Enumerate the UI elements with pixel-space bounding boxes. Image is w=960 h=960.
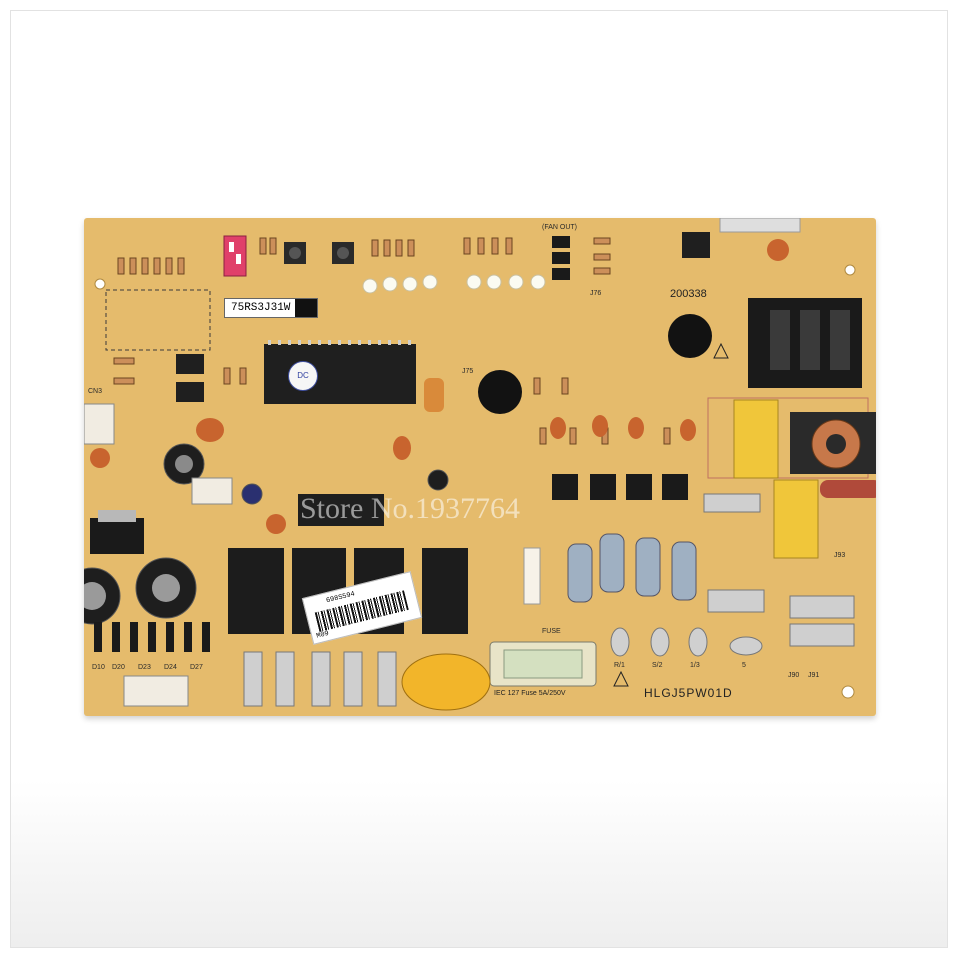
chip-logo-sticker: DC [288, 361, 318, 391]
dip-switch [223, 235, 247, 277]
terminal-pads [610, 627, 763, 657]
transistor-row [552, 474, 688, 500]
ceramic-resistor [719, 218, 801, 233]
terminal-label: 1/3 [690, 662, 700, 669]
fuse-rating: IEC 127 Fuse 5A/250V [494, 690, 566, 697]
buzzer [478, 370, 522, 414]
board-number: 200338 [670, 288, 707, 300]
connector-label: D27 [190, 664, 203, 671]
optocoupler [176, 382, 204, 402]
white-resistor [523, 547, 541, 605]
connector-4pin [123, 675, 189, 707]
resistor-row [113, 237, 671, 445]
terminal-label: S/2 [652, 662, 663, 669]
ceramic-capacitor [767, 239, 789, 261]
jumper-label: J90 [788, 672, 800, 679]
circuit-board: 75RS3J31W DC 698S594 M09 200338 HLGJ5PW0… [84, 218, 876, 716]
connector-label: D24 [164, 664, 177, 671]
connector-label: D10 [92, 664, 105, 671]
ceramic-capacitors [90, 415, 696, 534]
ic3-chip [298, 494, 384, 526]
board-id: HLGJ5PW01D [644, 686, 733, 700]
barcode-tag: M09 [315, 629, 330, 641]
mounting-hole [841, 685, 855, 699]
diode-row [94, 622, 210, 652]
jumper-label: J76 [590, 290, 602, 297]
optocoupler [176, 354, 204, 374]
board-components [84, 218, 876, 711]
connector-2pin [191, 477, 233, 505]
backdrop-floor [11, 780, 947, 947]
microcontroller-ic1 [264, 344, 416, 404]
warning-triangle [713, 342, 729, 359]
buzzer [668, 314, 712, 358]
jumper-label: J93 [834, 552, 846, 559]
connector-label: D23 [138, 664, 151, 671]
jumper-header [552, 236, 570, 280]
connector-label: D20 [112, 664, 125, 671]
silk-fuse: FUSE [542, 628, 561, 635]
model-label-text: 75RS3J31W [231, 302, 291, 314]
x-capacitor [733, 399, 779, 479]
silk-outline [105, 289, 211, 351]
connector-label: CN3 [88, 388, 103, 395]
red-capacitor [820, 480, 876, 498]
crystal-resonator [424, 378, 444, 412]
terminal-label: 5 [742, 662, 746, 669]
optocoupler [682, 232, 710, 258]
jumper-label: J75 [462, 368, 474, 375]
mounting-hole [94, 278, 106, 290]
spade-terminals [243, 493, 855, 707]
silk-fan-out: (FAN OUT) [542, 224, 577, 231]
mounting-hole [844, 264, 856, 276]
jumper-label: J91 [808, 672, 820, 679]
voltage-regulator [90, 518, 144, 554]
connector-cn3 [84, 403, 115, 445]
store-watermark: Store No.1937764 [300, 492, 520, 525]
led-row [362, 274, 546, 294]
terminal-label: R/1 [614, 662, 625, 669]
x-capacitor [773, 479, 819, 559]
warning-triangle [613, 670, 629, 687]
varistor [401, 653, 491, 711]
electrolytic-capacitors [84, 443, 449, 625]
model-label: 75RS3J31W [224, 298, 318, 318]
power-resistors [567, 533, 697, 603]
